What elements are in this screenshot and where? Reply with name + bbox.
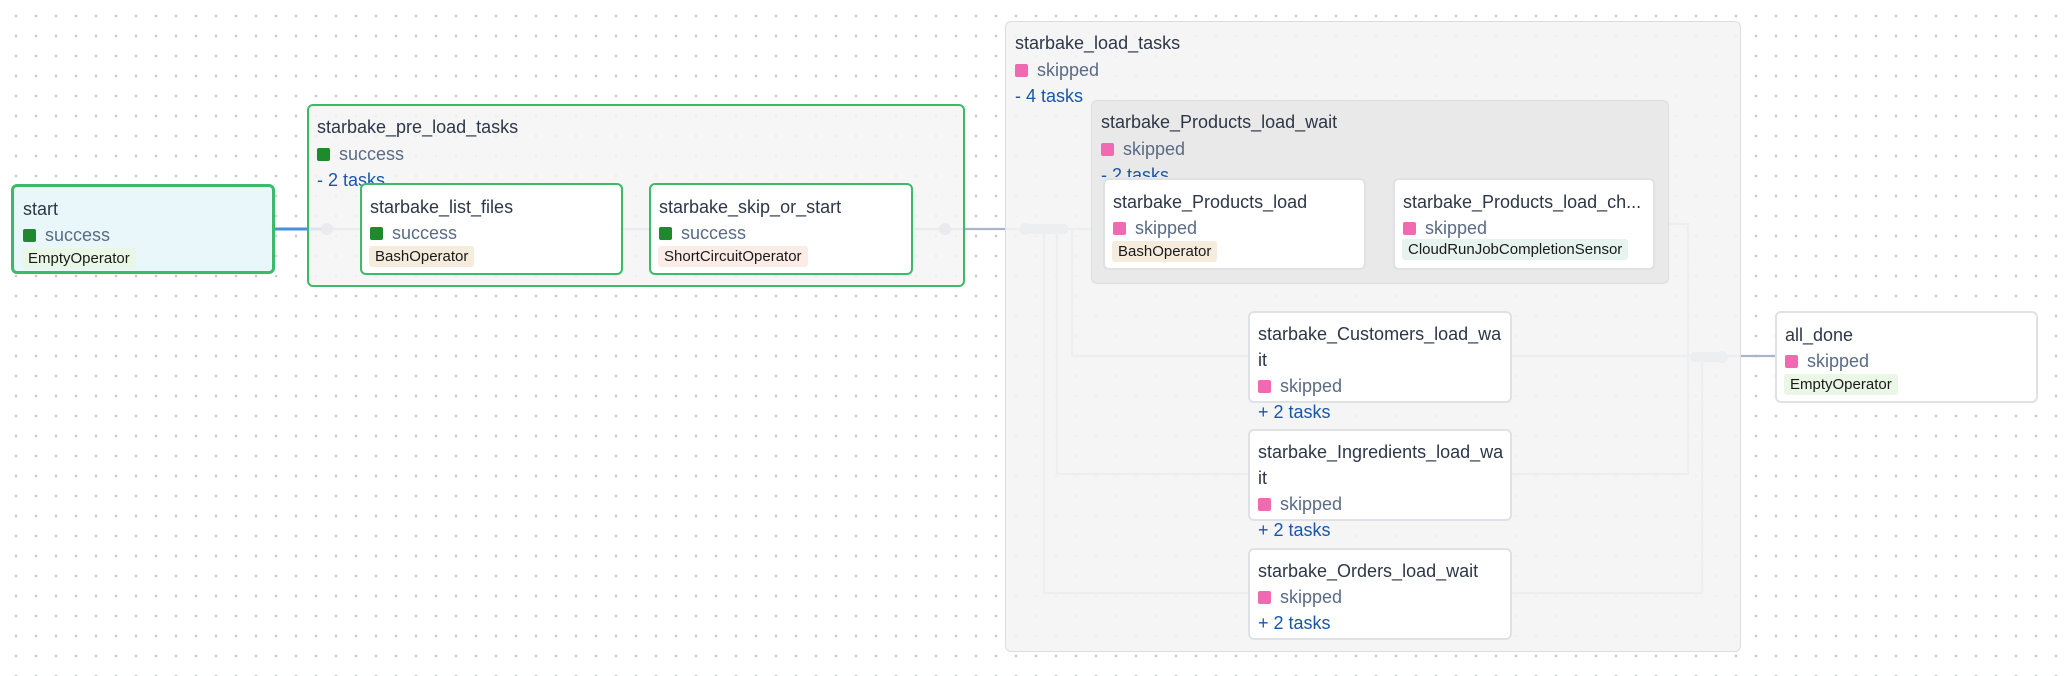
node-starbake-list-files[interactable]: starbake_list_files success BashOperator	[360, 183, 623, 275]
expand-tasks-link[interactable]: + 2 tasks	[1258, 520, 1331, 540]
status-square-icon	[1403, 221, 1416, 235]
status-square-icon	[1015, 63, 1028, 77]
collapse-tasks-link[interactable]: - 4 tasks	[1015, 86, 1084, 106]
node-title: starbake_Orders_load_wait	[1258, 561, 1479, 581]
node-status: success	[370, 221, 457, 245]
operator-badge: BashOperator	[1112, 241, 1218, 262]
status-square-icon	[659, 226, 672, 240]
status-square-icon	[1101, 142, 1114, 156]
status-square-icon	[1258, 379, 1271, 393]
status-square-icon	[1258, 497, 1271, 511]
node-title: starbake_skip_or_start	[659, 197, 842, 217]
node-starbake-skip-or-start[interactable]: starbake_skip_or_start success ShortCirc…	[649, 183, 913, 275]
expand-tasks-link[interactable]: + 2 tasks	[1258, 613, 1331, 633]
group-title: starbake_pre_load_tasks	[317, 117, 519, 137]
node-starbake-orders-load-wait[interactable]: starbake_Orders_load_wait skipped + 2 ta…	[1248, 548, 1512, 640]
status-square-icon	[370, 226, 383, 240]
operator-badge: CloudRunJobCompletionSensor	[1402, 239, 1629, 260]
node-starbake-ingredients-load-wait[interactable]: starbake_Ingredients_load_wait skipped	[1248, 429, 1512, 521]
node-title: start	[23, 199, 59, 219]
node-status: success	[23, 223, 110, 247]
status-square-icon	[317, 147, 330, 161]
node-status: success	[659, 221, 746, 245]
expand-tasks-link[interactable]: + 2 tasks	[1258, 402, 1331, 422]
node-status: skipped	[1403, 216, 1487, 240]
node-title: starbake_Ingredients_load_wait	[1258, 442, 1504, 488]
node-status: skipped	[1258, 492, 1342, 516]
group-title: starbake_load_tasks	[1015, 33, 1181, 53]
operator-badge: ShortCircuitOperator	[658, 246, 808, 267]
node-all-done[interactable]: all_done skipped EmptyOperator	[1775, 311, 2038, 403]
node-status: skipped	[1113, 216, 1197, 240]
operator-badge: EmptyOperator	[22, 248, 136, 269]
status-square-icon	[23, 228, 36, 242]
group-status: skipped	[1015, 58, 1099, 82]
collapse-tasks-link[interactable]: - 2 tasks	[1101, 165, 1170, 177]
node-title: starbake_list_files	[370, 197, 514, 217]
operator-badge: EmptyOperator	[1784, 374, 1898, 395]
operator-badge: BashOperator	[369, 246, 475, 267]
node-title: starbake_Products_load_ch...	[1403, 192, 1642, 212]
node-status: skipped	[1258, 374, 1342, 398]
node-starbake-products-load[interactable]: starbake_Products_load skipped BashOpera…	[1103, 178, 1366, 270]
group-title: starbake_Products_load_wait	[1101, 112, 1338, 132]
node-status: skipped	[1785, 349, 1869, 373]
status-square-icon	[1785, 354, 1798, 368]
node-title: all_done	[1785, 325, 1854, 345]
group-status: skipped	[1101, 137, 1185, 161]
status-square-icon	[1258, 590, 1271, 604]
node-starbake-customers-load-wait[interactable]: starbake_Customers_load_wait skipped	[1248, 311, 1512, 403]
group-status: success	[317, 142, 404, 166]
node-status: skipped	[1258, 585, 1342, 609]
node-title: starbake_Products_load	[1113, 192, 1308, 212]
status-square-icon	[1113, 221, 1126, 235]
node-starbake-products-load-check[interactable]: starbake_Products_load_ch... skipped Clo…	[1393, 178, 1655, 270]
node-title: starbake_Customers_load_wait	[1258, 324, 1502, 370]
node-start[interactable]: start success EmptyOperator	[11, 184, 275, 274]
